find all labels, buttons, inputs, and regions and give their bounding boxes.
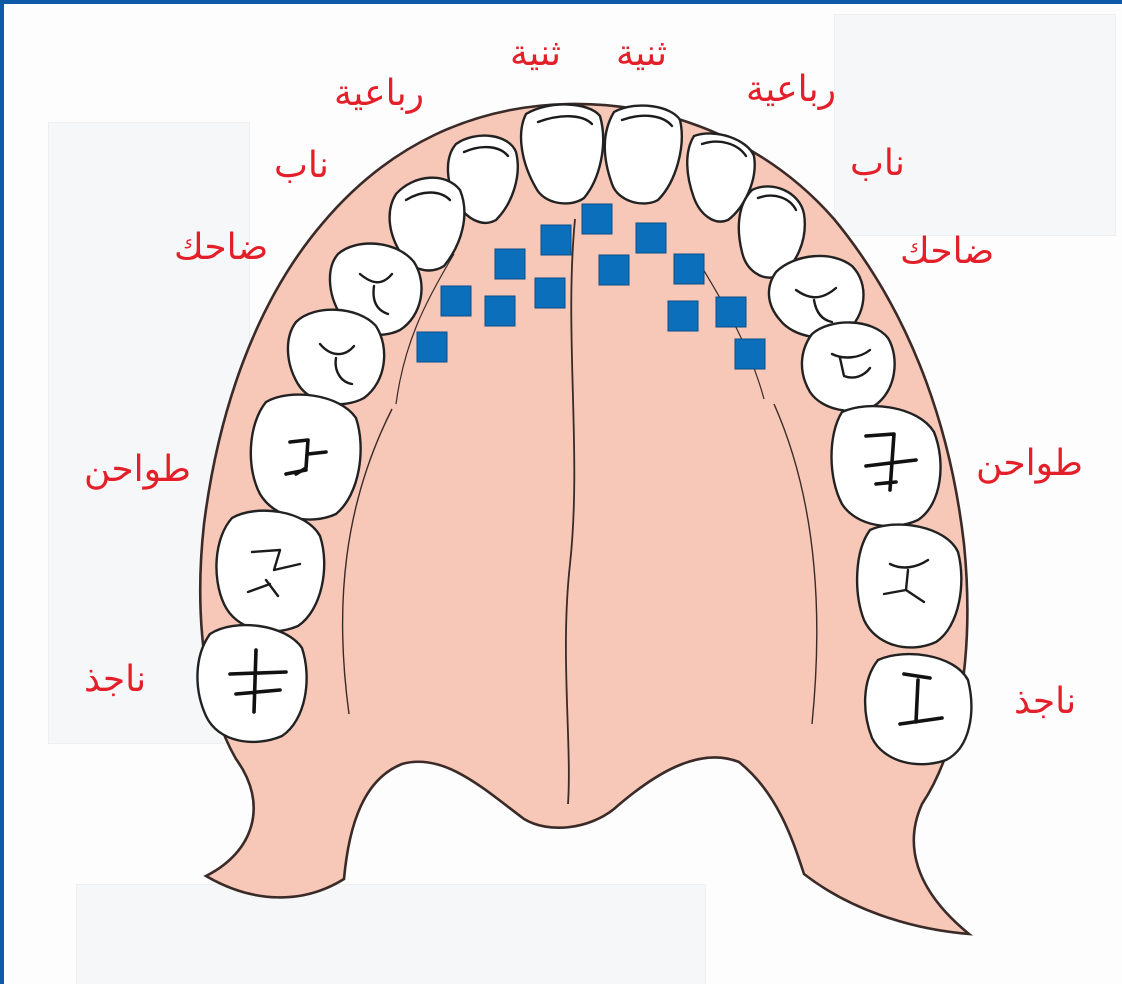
premolar-2-right <box>802 322 895 410</box>
premolar-2-left <box>288 310 384 404</box>
label-lateral-right: رباعية <box>746 70 836 110</box>
molar-3-left <box>197 625 306 742</box>
label-canine-right: ناب <box>850 144 905 184</box>
label-premolar-right: ضاحك <box>900 232 994 272</box>
marker-square <box>716 297 746 327</box>
molar-2-left <box>216 511 324 632</box>
label-central-left: ثنية <box>510 34 561 74</box>
label-molars-left: طواحن <box>84 450 191 490</box>
label-wisdom-left: ناجذ <box>84 660 146 700</box>
label-wisdom-right: ناجذ <box>1014 682 1076 722</box>
marker-square <box>582 204 612 234</box>
marker-square <box>485 296 515 326</box>
molar-3-right <box>865 654 971 764</box>
marker-square <box>668 301 698 331</box>
marker-square <box>417 332 447 362</box>
marker-square <box>674 254 704 284</box>
marker-square <box>441 286 471 316</box>
label-molars-right: طواحن <box>976 444 1083 484</box>
label-central-right: ثنية <box>616 34 667 74</box>
molar-2-right <box>857 525 961 648</box>
molar-1-right <box>832 406 941 526</box>
label-canine-left: ناب <box>274 146 329 186</box>
marker-square <box>495 249 525 279</box>
marker-square <box>636 223 666 253</box>
label-lateral-left: رباعية <box>334 74 424 114</box>
label-premolar-left: ضاحك <box>174 228 268 268</box>
marker-square <box>535 278 565 308</box>
marker-square <box>735 339 765 369</box>
molar-1-left <box>251 395 361 520</box>
marker-square <box>599 255 629 285</box>
upper-jaw-diagram <box>4 4 1122 984</box>
marker-square <box>541 225 571 255</box>
